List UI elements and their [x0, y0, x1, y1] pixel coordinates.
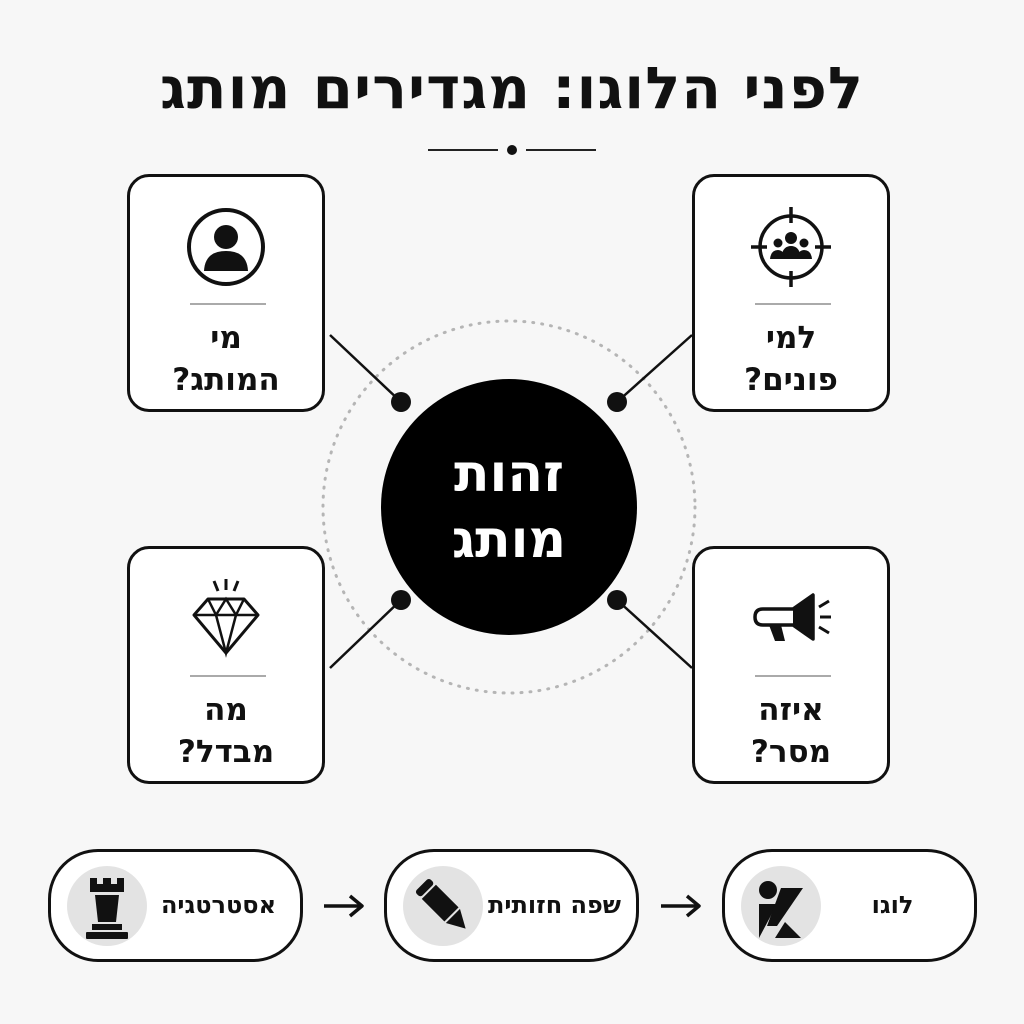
flow-step-visual-language: שפה חזותית: [384, 849, 639, 962]
brand-identity-label: זהות מותג: [451, 444, 567, 570]
card-label: מי המותג?: [172, 320, 280, 398]
page-title: לפני הלוגו: מגדירים מותג: [160, 54, 864, 122]
logo-shapes-icon: [759, 881, 803, 938]
card-label: למי פונים?: [744, 320, 838, 398]
visual-language-label: שפה חזותית: [487, 891, 622, 919]
card-divider: [190, 303, 266, 305]
connector-bottom-left: [329, 599, 402, 669]
arrow-right-icon: [324, 894, 364, 918]
card-message: איזה מסר?: [692, 546, 890, 784]
title-divider-right: [526, 149, 596, 151]
logo-icon-backdrop: [741, 866, 821, 946]
chess-rook-icon: [86, 878, 128, 939]
card-label: איזה מסר?: [750, 692, 832, 770]
strategy-label: אסטרטגיה: [160, 891, 277, 919]
connector-dot-bottom-right: [607, 590, 627, 610]
card-divider: [190, 675, 266, 677]
logo-label: לוגו: [871, 891, 914, 919]
pencil-icon: [415, 878, 466, 929]
connector-dot-top-right: [607, 392, 627, 412]
connector-bottom-right: [616, 599, 693, 669]
card-target-audience: למי פונים?: [692, 174, 890, 412]
flow-step-logo: לוגו: [722, 849, 977, 962]
visual-language-icon-backdrop: [403, 866, 483, 946]
megaphone-icon: [753, 593, 831, 641]
card-who-is-brand: מי המותג?: [127, 174, 325, 412]
connector-top-right: [616, 334, 693, 403]
person-icon: [187, 208, 265, 286]
target-audience-icon: [751, 207, 831, 287]
card-label: מה מבדל?: [177, 692, 275, 770]
title-divider-dot: [507, 145, 517, 155]
brand-identity-hub: זהות מותג: [381, 379, 637, 635]
card-divider: [755, 675, 831, 677]
connector-dot-bottom-left: [391, 590, 411, 610]
flow-step-strategy: אסטרטגיה: [48, 849, 303, 962]
arrow-right-icon: [661, 894, 701, 918]
connector-top-left: [329, 334, 402, 403]
connector-dot-top-left: [391, 392, 411, 412]
dotted-ring: [321, 319, 697, 695]
card-differentiator: מה מבדל?: [127, 546, 325, 784]
card-divider: [755, 303, 831, 305]
title-divider-left: [428, 149, 498, 151]
strategy-icon-backdrop: [67, 866, 147, 946]
diamond-icon: [192, 579, 260, 658]
